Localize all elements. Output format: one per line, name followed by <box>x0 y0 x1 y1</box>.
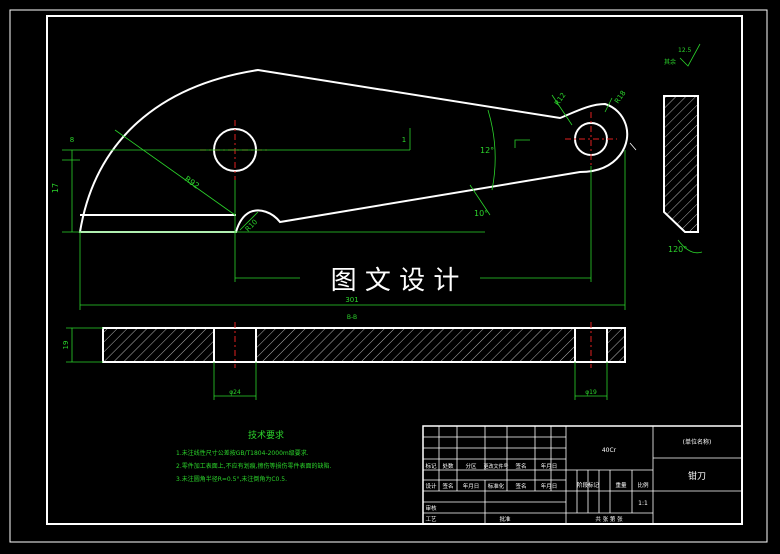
dim-thickness: 19 <box>62 341 70 350</box>
tb-header-2: 分区 <box>465 462 477 470</box>
title-block: 标记 处数 分区 更改文件号 签名 年月日 设计 签名 年月日 标准化 签名 年… <box>422 425 743 525</box>
tb-design-0: 设计 <box>425 482 437 490</box>
tech-item-1: 1.未注线性尺寸公差按GB/T1804-2000m级要求. <box>176 449 309 457</box>
dim-small-mid: 1 <box>402 136 406 144</box>
tb-sheet-info: 共 张 第 张 <box>595 515 623 523</box>
bottom-section-view: 19 φ24 φ19 <box>62 322 626 400</box>
part-outline <box>78 68 629 233</box>
tech-item-3: 3.未注圆角半径R=0.5°,未注倒角为C0.5. <box>176 475 287 483</box>
dim-angle-blade: 120° <box>668 245 687 254</box>
tb-craft: 工艺 <box>425 516 437 523</box>
tb-scale: 1:1 <box>638 500 648 507</box>
roughness-icon <box>679 43 701 67</box>
section-label: B-B <box>347 314 357 321</box>
tech-requirements: 技术要求 1.未注线性尺寸公差按GB/T1804-2000m级要求. 2.零件加… <box>176 429 332 483</box>
tb-design-4: 签名 <box>515 482 526 490</box>
section-profile <box>663 95 699 233</box>
dim-radius-top: R12 <box>553 91 567 107</box>
dim-radius-notch: R10 <box>244 218 259 233</box>
tb-design-3: 标准化 <box>488 482 505 490</box>
tb-header-5: 年月日 <box>541 462 558 470</box>
dim-angle-lower: 10° <box>474 209 488 218</box>
tb-stage: 阶段标记 <box>577 481 600 489</box>
tb-material: 40Cr <box>602 447 617 454</box>
front-view: 8 17 R92 1 12° 10° R12 R18 R10 301 B-B 图… <box>51 68 637 321</box>
tb-weight: 重量 <box>615 481 627 489</box>
watermark: 图 文 设 计 <box>331 266 460 296</box>
roughness-value: 12.5 <box>678 47 692 54</box>
dim-radius-right: R18 <box>613 89 627 105</box>
tb-design-5: 年月日 <box>541 482 558 490</box>
dim-height-left: 17 <box>51 183 60 193</box>
tb-header-4: 签名 <box>515 462 526 470</box>
tb-org: (单位名称) <box>683 438 712 446</box>
dim-diameter-right: φ19 <box>585 389 597 396</box>
tb-design-2: 年月日 <box>463 482 480 490</box>
dim-radius-arc: R92 <box>183 174 201 190</box>
dim-overall-length: 301 <box>345 296 358 304</box>
tb-design-1: 签名 <box>442 482 453 490</box>
roughness-prefix: 其余 <box>664 58 676 66</box>
tech-item-2: 2.零件加工表面上,不应有划痕,擦伤等损伤零件表面的缺陷. <box>176 462 332 470</box>
inner-frame <box>46 15 743 525</box>
dim-small-left: 8 <box>70 136 74 144</box>
tb-header-1: 处数 <box>442 462 454 470</box>
tech-title: 技术要求 <box>248 429 284 441</box>
outer-frame <box>9 9 768 543</box>
dim-angle-upper: 12° <box>480 146 494 155</box>
tb-approve: 批准 <box>499 515 511 523</box>
side-section-view: 120° 其余 12.5 <box>663 43 703 254</box>
dim-diameter-left: φ24 <box>229 389 241 396</box>
tb-review: 审核 <box>425 504 437 512</box>
tb-part-name: 钳刀 <box>688 470 706 482</box>
tb-header-3: 更改文件号 <box>483 463 508 470</box>
tb-header-0: 标记 <box>425 462 437 470</box>
tb-ratio: 比例 <box>637 481 649 489</box>
